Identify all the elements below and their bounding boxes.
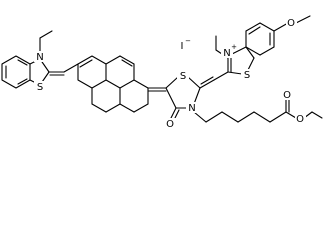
iodide-ion: I [181,41,184,52]
right-benzothiazolium [215,15,311,75]
thiazolidinone-ring [165,71,229,123]
molecule-diagram: N S S N O O O N + S O I − [1,15,323,130]
structure-canvas: N S S N O O O N + S O I − [1,15,323,130]
atom-labels: N S S N O O O N + S O I − [34,17,306,130]
atom-s-center: S [180,71,186,82]
atom-s-left: S [37,82,43,93]
atom-n-center: N [188,103,195,114]
atom-n-left: N [36,52,43,63]
tetrahydronaphthalene-core [77,55,167,113]
atom-o-ester-double: O [283,90,291,101]
atom-n-plus-right: N [223,48,230,59]
ethyl-hexanoate-chain [193,99,323,123]
atom-o-carbonyl: O [166,119,174,130]
atom-o-ester-single: O [296,114,304,125]
charge-plus: + [231,43,237,51]
charge-minus: − [185,37,191,45]
atom-s-right: S [244,70,250,81]
atom-o-methoxy: O [287,18,295,29]
